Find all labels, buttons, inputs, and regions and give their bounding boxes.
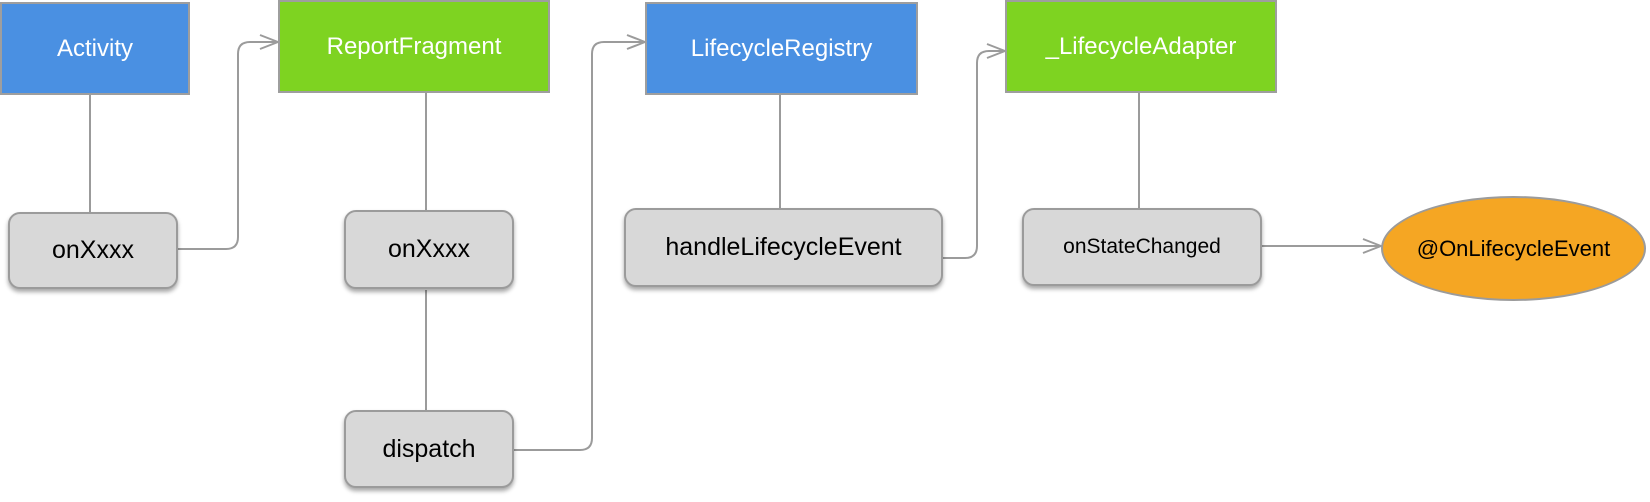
onstatechanged-method: onStateChanged bbox=[1022, 208, 1262, 286]
lifecycleadapter-class-label: _LifecycleAdapter bbox=[1045, 32, 1237, 60]
dispatch-method: dispatch bbox=[344, 410, 514, 488]
activity-onxxxx-label: onXxxx bbox=[52, 236, 134, 264]
lifecycleadapter-class-box: _LifecycleAdapter bbox=[1005, 0, 1277, 93]
onlifecycleevent-annotation-oval: @OnLifecycleEvent bbox=[1381, 196, 1646, 301]
reportfragment-class-box: ReportFragment bbox=[278, 0, 550, 93]
lifecycleregistry-class-label: LifecycleRegistry bbox=[690, 34, 873, 62]
onlifecycleevent-annotation-label: @OnLifecycleEvent bbox=[1416, 235, 1611, 261]
handlelifecycleevent-label: handleLifecycleEvent bbox=[665, 233, 902, 261]
activity-onxxxx-method: onXxxx bbox=[8, 212, 178, 289]
dispatch-to-registry-arrow bbox=[514, 42, 645, 451]
onxxxx-to-reportfragment-arrow bbox=[178, 42, 278, 250]
handlelifecycleevent-method: handleLifecycleEvent bbox=[624, 208, 943, 287]
handle-to-adapter-arrow bbox=[943, 51, 1005, 259]
dispatch-label: dispatch bbox=[382, 434, 476, 463]
activity-class-label: Activity bbox=[56, 34, 133, 62]
fragment-onxxxx-method: onXxxx bbox=[344, 210, 514, 289]
reportfragment-class-label: ReportFragment bbox=[326, 32, 502, 60]
fragment-onxxxx-label: onXxxx bbox=[388, 235, 470, 263]
lifecycleregistry-class-box: LifecycleRegistry bbox=[645, 2, 918, 95]
onstatechanged-label: onStateChanged bbox=[1063, 235, 1221, 258]
activity-class-box: Activity bbox=[0, 2, 190, 95]
